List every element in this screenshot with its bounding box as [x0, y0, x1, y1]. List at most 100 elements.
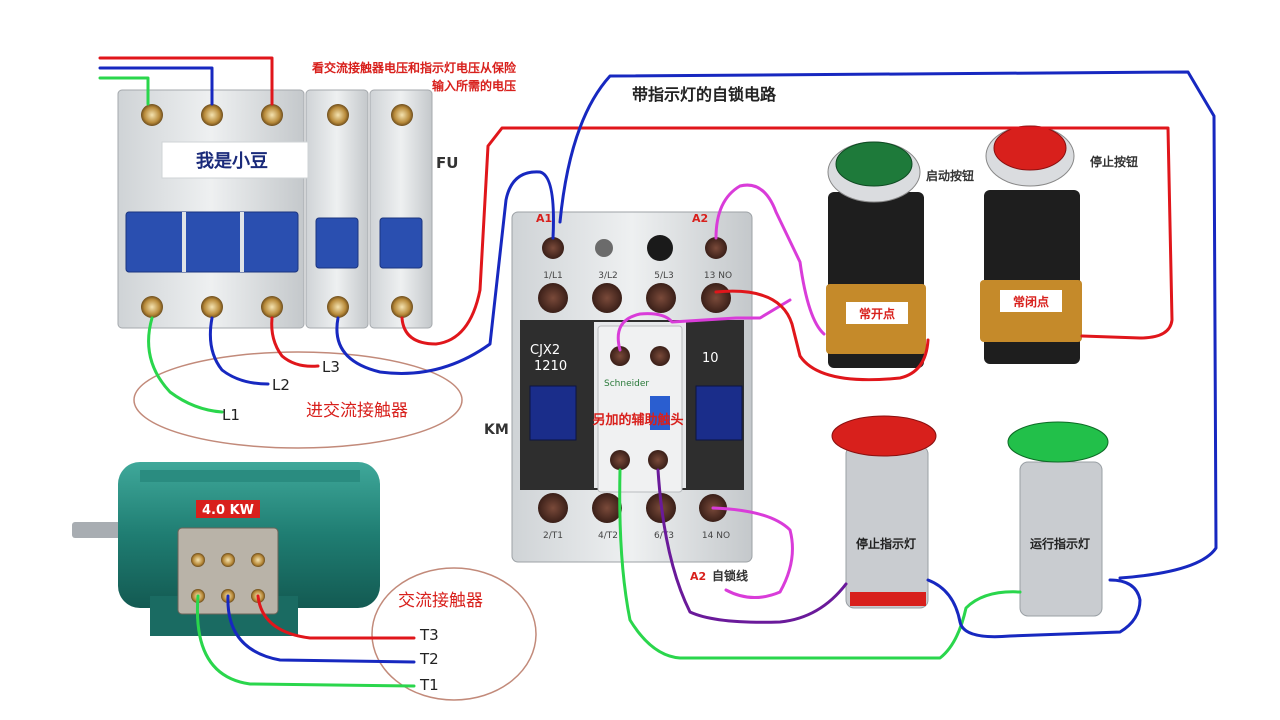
stop-lamp-label: 停止指示灯	[856, 536, 916, 551]
terminal-label: 3/L2	[598, 271, 618, 281]
incoming-to-contactor-label: 进交流接触器	[306, 401, 408, 421]
stop-button-group: 常闭点 停止按钮	[980, 125, 1138, 364]
fu-label: FU	[436, 154, 458, 172]
breaker-bottom-screw	[141, 296, 163, 318]
contactor-side-code: 10	[702, 351, 719, 366]
coil-a2-bottom-label: A2	[690, 570, 706, 583]
terminal-13-NO[interactable]	[705, 237, 727, 259]
wire-out-L2	[208, 316, 270, 386]
stop-button-label: 停止按钮	[1090, 154, 1138, 169]
label-T1: T1	[419, 676, 439, 694]
top-note-line2: 输入所需的电压	[432, 78, 516, 93]
motor-out-group-ellipse	[371, 567, 537, 701]
circuit-title: 带指示灯的自锁电路	[632, 85, 777, 104]
stop-lamp-base-ring	[850, 592, 926, 606]
breaker-bottom-screw	[201, 296, 223, 318]
wire-lamp-blue	[926, 578, 1142, 639]
motor-terminal	[221, 553, 235, 567]
stop-button-text: 停止按钮	[1090, 154, 1138, 169]
run-lamp-group: 运行指示灯	[1007, 421, 1109, 617]
wire-fuse2-out	[400, 126, 1174, 346]
start-button-cap[interactable]	[835, 141, 913, 187]
wire-motor-T2	[226, 594, 416, 664]
motor-group: 4.0 KW	[72, 462, 380, 636]
fuse-top-screw	[391, 104, 413, 126]
wire-feed-green	[98, 76, 150, 106]
breaker-top-screw	[261, 104, 283, 126]
terminal-label: 4/T2	[598, 531, 618, 541]
start-button-group: 常开点 启动按钮	[826, 141, 974, 368]
start-contact-label: 常开点	[859, 306, 895, 321]
run-lamp-label: 运行指示灯	[1030, 536, 1090, 551]
breaker-handle-sep-1	[182, 212, 186, 272]
terminal-label: 14 NO	[702, 531, 730, 541]
motor-terminal	[191, 553, 205, 567]
stop-contact-label: 常闭点	[1013, 294, 1049, 309]
stop-button-cap[interactable]	[993, 125, 1067, 171]
fuse-handle-2[interactable]	[379, 217, 423, 269]
km-label: KM	[484, 422, 509, 438]
contactor-model-line2: 1210	[534, 359, 567, 374]
motor-shaft	[72, 522, 128, 538]
self-lock-wire-label: 自锁线	[712, 568, 748, 583]
stop-lamp-body	[845, 445, 929, 609]
wire-motor-T1	[195, 594, 416, 688]
extra-aux-contact-label: 另加的辅助触头	[592, 412, 683, 428]
stop-contact-tag	[1000, 290, 1062, 312]
wire-top-blue-loop	[558, 70, 1218, 580]
label-L2: L2	[272, 376, 290, 394]
wire-aux-magenta	[616, 298, 792, 352]
wire-selflock-magenta	[711, 506, 794, 599]
terminal-label: 13 NO	[704, 271, 732, 281]
motor-terminal	[251, 553, 265, 567]
terminal-screw-row2	[592, 283, 622, 313]
label-T2: T2	[419, 650, 439, 668]
breaker-handle-sep-2	[240, 212, 244, 272]
terminal-label: 5/L3	[654, 271, 674, 281]
from-contactor-label: 交流接触器	[398, 591, 483, 611]
breaker-handle[interactable]	[125, 211, 299, 273]
coil-a2-label: A2	[692, 212, 708, 225]
aux-terminal[interactable]	[648, 450, 668, 470]
terminal-3-L2[interactable]	[595, 239, 613, 257]
terminal-screw-row3	[538, 493, 568, 523]
contactor-model-line1: CJX2	[530, 343, 560, 358]
aux-terminal[interactable]	[610, 450, 630, 470]
terminal-screw-row2	[646, 283, 676, 313]
breaker-nickname: 我是小豆	[196, 151, 268, 172]
start-contact-tag	[846, 302, 908, 324]
breaker-top-screw	[201, 104, 223, 126]
aux-terminal[interactable]	[610, 346, 630, 366]
label-T3: T3	[419, 626, 439, 644]
wires-layer	[98, 56, 1218, 688]
contactor-window-right	[695, 385, 743, 441]
fuse-top-screw	[327, 104, 349, 126]
stop-lamp-lens	[831, 415, 937, 457]
start-button-label: 启动按钮	[926, 168, 974, 183]
wire-aux-green	[618, 468, 1022, 660]
breaker-top-screw	[141, 104, 163, 126]
coil-a1-label: A1	[536, 212, 552, 225]
fuse-bottom-screw	[327, 296, 349, 318]
contactor-brand: Schneider	[604, 379, 649, 389]
wire-out-L1	[147, 316, 224, 414]
extra-aux-contact-text: 另加的辅助触头	[592, 412, 683, 428]
terminal-label: 6/T3	[654, 531, 674, 541]
aux-terminal[interactable]	[650, 346, 670, 366]
run-lamp-lens	[1007, 421, 1109, 463]
top-note-line1: 看交流接触器电压和指示灯电压从保险	[312, 60, 517, 75]
terminal-screw-row2	[701, 283, 731, 313]
wire-out-L3	[270, 316, 320, 368]
contactor-group: CJX2 1210 10 Schneider 1/L1 3/L2 5/L3 13…	[511, 211, 753, 563]
wire-aux-purple	[656, 468, 848, 624]
fuse-bottom-screw	[391, 296, 413, 318]
motor-fins	[140, 470, 360, 482]
aux-indicator-window	[650, 396, 670, 430]
terminal-1-L1[interactable]	[542, 237, 564, 259]
fuse-handle-1[interactable]	[315, 217, 359, 269]
terminal-screw-row2	[538, 283, 568, 313]
breaker-label-plate	[161, 141, 309, 179]
wire-feed-red	[98, 56, 274, 106]
terminal-coil-center	[647, 235, 673, 261]
